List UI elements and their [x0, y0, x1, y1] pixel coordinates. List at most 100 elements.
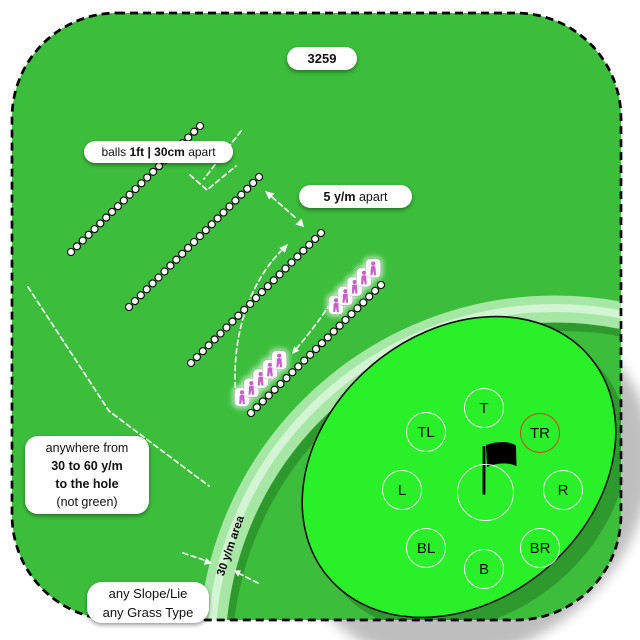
golfer-body	[267, 367, 273, 377]
golf-ball	[201, 226, 210, 235]
golf-ball	[353, 304, 362, 313]
golf-ball	[281, 264, 290, 273]
golf-ball	[282, 374, 291, 383]
hitting-zone-boundary	[27, 286, 210, 487]
golf-ball	[149, 167, 158, 176]
arrowhead	[203, 558, 212, 565]
golf-ball	[130, 297, 139, 306]
golfer-icon	[365, 258, 382, 279]
golf-ball	[293, 252, 302, 261]
golfer-body	[257, 376, 264, 386]
golf-ball	[269, 276, 278, 285]
golfer-head	[361, 270, 366, 275]
golf-ball	[237, 190, 246, 199]
arrowhead	[279, 244, 288, 253]
golf-ball	[246, 408, 256, 418]
golf-ball	[124, 302, 134, 312]
golfer-body	[361, 275, 367, 285]
arrowhead	[234, 570, 241, 577]
golf-ball	[371, 286, 380, 295]
golf-ball	[228, 317, 237, 326]
golf-ball	[329, 327, 338, 336]
golf-ball	[213, 214, 222, 223]
golfer-body	[370, 266, 376, 276]
golfer-group	[326, 256, 384, 317]
golf-ball	[323, 333, 332, 342]
green-position-T: T	[464, 388, 504, 428]
golf-ball	[131, 184, 140, 194]
golf-ball	[142, 285, 151, 294]
golf-ball	[252, 403, 261, 412]
golfer-body	[276, 358, 282, 368]
golfer-group	[232, 348, 290, 409]
golf-ball	[107, 207, 117, 216]
arrowhead	[295, 218, 304, 227]
golf-ball	[198, 347, 207, 356]
green-position-R: R	[543, 470, 583, 510]
walk-up-arrow-line	[234, 250, 282, 397]
golf-ball	[234, 311, 243, 320]
golf-ball	[317, 339, 326, 348]
golfer-head	[371, 261, 376, 266]
golf-ball	[246, 299, 255, 308]
golf-ball	[299, 246, 308, 255]
golf-ball	[190, 127, 199, 136]
golf-ball	[219, 208, 228, 217]
conditions-note: any Slope/Lie any Grass Type	[87, 582, 209, 623]
golf-ball	[359, 298, 368, 307]
golfer-head	[258, 371, 263, 377]
golf-ball	[192, 353, 201, 362]
distance-note: anywhere from 30 to 60 y/m to the hole (…	[25, 436, 149, 514]
golf-ball-row	[246, 280, 386, 418]
label-connector2	[189, 165, 237, 192]
row-spacing-label: 5 y/m apart	[299, 185, 412, 208]
ball-rows	[66, 121, 386, 418]
green-position-BL: BL	[406, 528, 446, 568]
golf-ball	[276, 379, 285, 388]
golf-ball	[184, 133, 193, 142]
golfer-head	[249, 381, 254, 386]
golf-ball	[240, 305, 249, 314]
golfer-head	[352, 279, 357, 285]
arrowhead	[292, 346, 300, 354]
conditions-note-line1: any Slope/Lie	[108, 585, 188, 601]
golf-ball	[154, 162, 164, 171]
golf-ball	[287, 258, 296, 267]
field-dashed-border	[10, 11, 623, 622]
golf-ball	[231, 196, 240, 205]
golf-ball	[84, 230, 93, 239]
golf-ball	[96, 219, 105, 228]
ball-spacing-post: apart	[188, 145, 216, 159]
green-position-B: B	[464, 549, 504, 589]
golf-ball	[125, 190, 134, 199]
golfer-body	[239, 394, 245, 404]
golf-ball	[160, 267, 169, 276]
golf-ball	[137, 179, 146, 188]
golf-ball	[148, 279, 157, 288]
golf-ball	[254, 172, 264, 182]
arrowhead	[265, 191, 275, 200]
golfer-head	[239, 390, 245, 395]
row-spacing-arrow-line	[271, 196, 298, 220]
golfer-body	[333, 302, 339, 312]
golfer-head	[277, 353, 282, 358]
golf-ball	[243, 184, 252, 193]
ball-spacing-pre: balls	[101, 145, 127, 159]
golf-ball	[102, 213, 111, 222]
golf-ball	[66, 247, 76, 257]
golf-ball	[210, 335, 219, 344]
golf-ball	[166, 261, 175, 270]
golf-ball	[257, 288, 266, 297]
golf-ball	[136, 291, 145, 300]
golf-ball	[172, 255, 181, 264]
ball-spacing-label: balls 1ft | 30cm apart	[84, 141, 233, 163]
golf-ball	[347, 310, 356, 319]
golfer-head	[267, 362, 272, 367]
golf-ball	[119, 196, 128, 205]
golf-ball	[275, 270, 284, 279]
band-arrow-right-line	[239, 573, 259, 584]
golf-ball	[72, 242, 81, 251]
golfer-head	[333, 298, 339, 303]
golf-ball	[270, 385, 279, 394]
